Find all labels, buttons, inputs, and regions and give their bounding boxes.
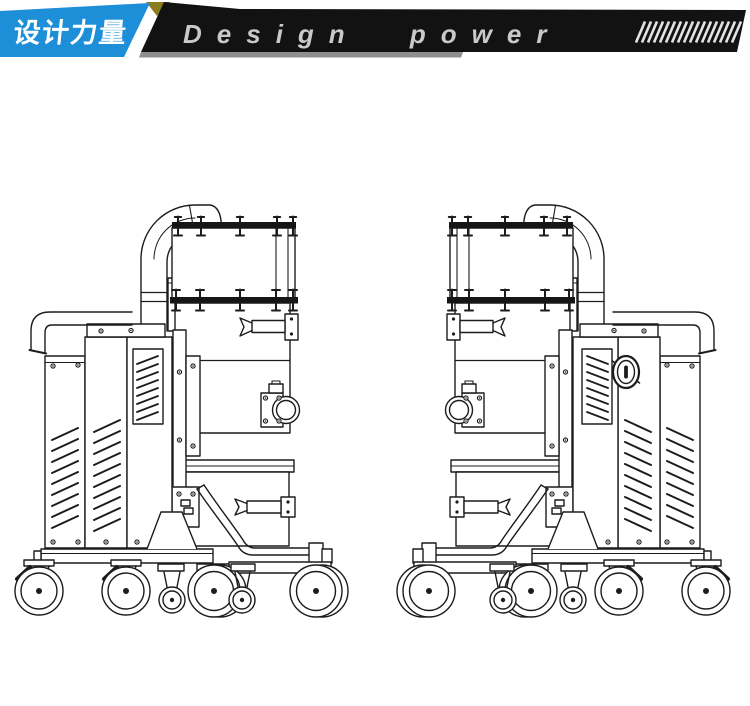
- cn-title: 设计力量: [12, 17, 129, 48]
- power-knob: [611, 354, 641, 390]
- header-banner: 设计力量 Design power: [0, 2, 746, 58]
- banner-background: [141, 2, 746, 52]
- brand-badge: [0, 3, 150, 57]
- machine-drawing-left: [15, 205, 348, 617]
- machine-drawing-right: [397, 205, 730, 617]
- hatch-stripes: [634, 20, 743, 44]
- banner-shadow: [139, 52, 463, 58]
- en-title: Design power: [183, 19, 561, 49]
